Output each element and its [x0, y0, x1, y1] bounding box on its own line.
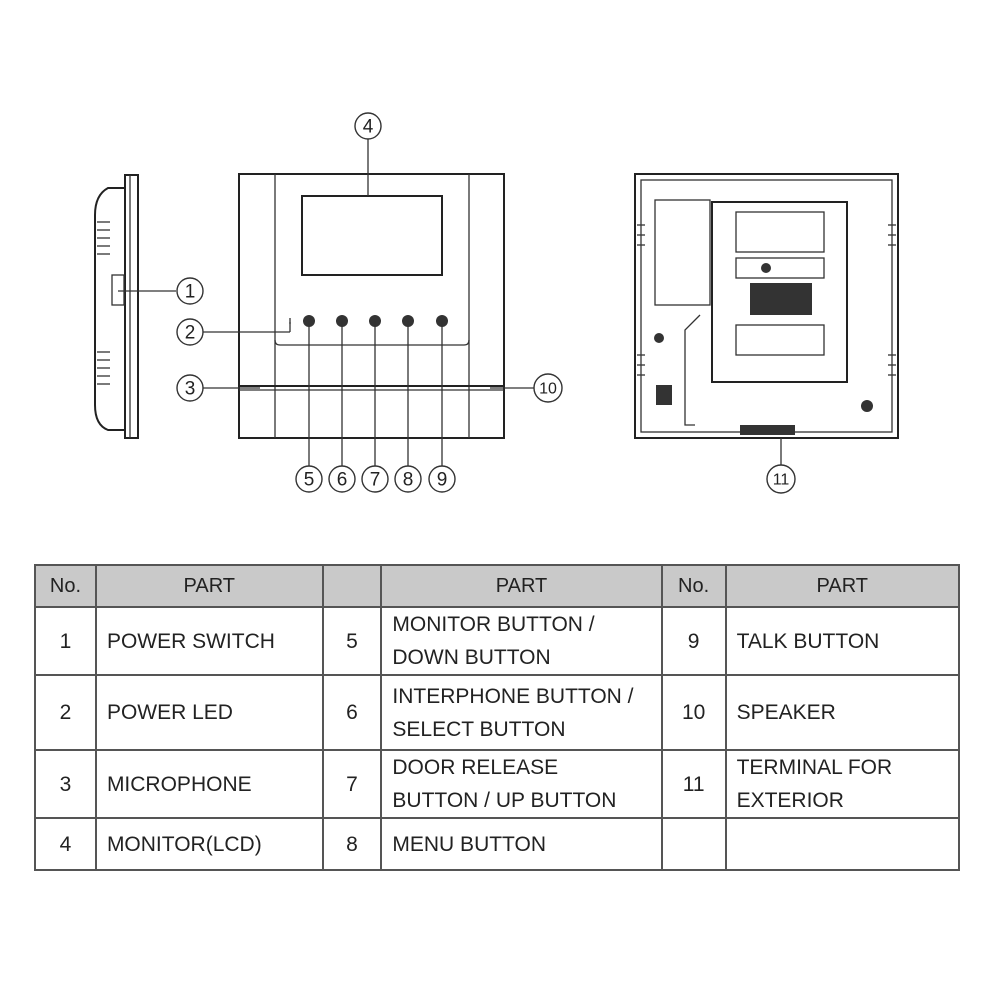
cell-no: 6	[321, 674, 383, 751]
table-row: 4 MONITOR(LCD) 8 MENU BUTTON	[34, 817, 961, 871]
callout-3: 3	[176, 374, 204, 402]
cell-no: 11	[660, 749, 727, 819]
callout-4: 4	[354, 112, 382, 140]
svg-text:4: 4	[363, 117, 374, 138]
svg-text:10: 10	[539, 381, 557, 398]
table-row: 1 POWER SWITCH 5 MONITOR BUTTON /DOWN BU…	[34, 606, 961, 676]
cell-part: SPEAKER	[724, 674, 961, 751]
cell-no: 7	[321, 749, 383, 819]
cell-no: 1	[34, 606, 97, 676]
svg-text:6: 6	[337, 470, 348, 491]
svg-text:7: 7	[370, 470, 381, 491]
svg-text:8: 8	[403, 470, 414, 491]
back-view	[634, 173, 899, 439]
table-header: No. PART PART No. PART	[34, 564, 961, 608]
parts-table: No. PART PART No. PART 1 POWER SWITCH 5 …	[34, 564, 961, 871]
header-part: PART	[94, 564, 324, 608]
cell-part: MONITOR(LCD)	[94, 817, 324, 871]
lcd-screen	[301, 195, 443, 276]
svg-text:9: 9	[437, 470, 448, 491]
cell-part: MONITOR BUTTON /DOWN BUTTON	[380, 606, 663, 676]
header-part: PART	[724, 564, 961, 608]
cell-no: 4	[34, 817, 97, 871]
side-view	[94, 174, 139, 439]
header-part: PART	[380, 564, 663, 608]
callout-6: 6	[328, 465, 356, 493]
callout-9: 9	[428, 465, 456, 493]
callout-2: 2	[176, 318, 204, 346]
cell-no	[660, 817, 727, 871]
cell-no: 10	[660, 674, 727, 751]
cell-part	[724, 817, 961, 871]
table-row: 2 POWER LED 6 INTERPHONE BUTTON /SELECT …	[34, 674, 961, 751]
callout-8: 8	[394, 465, 422, 493]
svg-text:1: 1	[185, 282, 196, 303]
cell-part: INTERPHONE BUTTON /SELECT BUTTON	[380, 674, 663, 751]
cell-part: MENU BUTTON	[380, 817, 663, 871]
cell-no: 3	[34, 749, 97, 819]
header-no	[321, 564, 383, 608]
front-view	[238, 173, 505, 439]
cell-no: 5	[321, 606, 383, 676]
cell-part: MICROPHONE	[94, 749, 324, 819]
svg-text:5: 5	[304, 470, 315, 491]
leader-lines	[118, 139, 782, 466]
svg-text:2: 2	[185, 323, 196, 344]
callout-1: 1	[176, 277, 204, 305]
header-no: No.	[34, 564, 97, 608]
header-no: No.	[660, 564, 727, 608]
cell-part: POWER SWITCH	[94, 606, 324, 676]
svg-text:3: 3	[185, 379, 196, 400]
cell-part: TALK BUTTON	[724, 606, 961, 676]
callout-7: 7	[361, 465, 389, 493]
callout-11: 11	[766, 464, 796, 494]
device-diagram: 1 2 3 4 5 6 7 8 9 10 11	[94, 112, 899, 494]
callout-10: 10	[533, 373, 563, 403]
cell-no: 8	[321, 817, 383, 871]
callout-5: 5	[295, 465, 323, 493]
svg-text:11: 11	[773, 472, 790, 489]
cell-no: 9	[660, 606, 727, 676]
cell-no: 2	[34, 674, 97, 751]
cell-part: POWER LED	[94, 674, 324, 751]
